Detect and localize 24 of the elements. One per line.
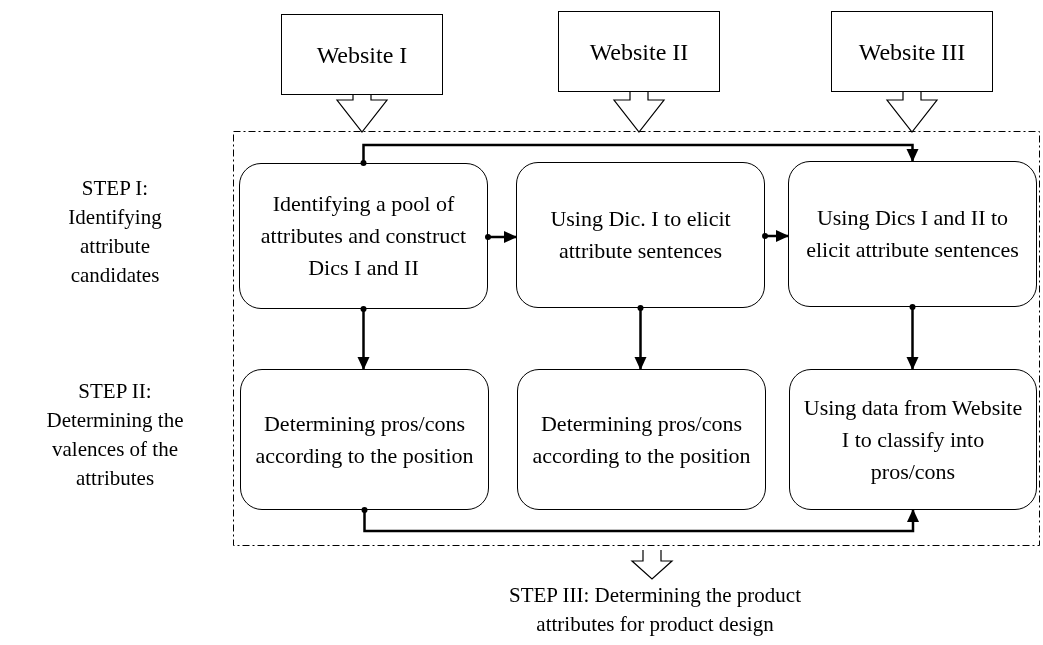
block-arrow [885,91,939,133]
source-box: Website III [831,11,993,92]
process-box: Using data from Website I to classify into pros/cons [789,369,1037,510]
dash-dot-frame [233,131,1040,546]
arrow [357,306,370,370]
process-box: Determining pros/cons according to the position [240,369,489,510]
step-label: STEP II: Determining the valences of the attributes [45,378,185,492]
process-box: Identifying a pool of attributes and construct Dics I and II [239,163,488,309]
arrow [762,230,789,242]
arrow [361,507,919,533]
arrow [360,143,919,166]
step-text: STEP III: Determining the product attributes for product design [480,581,830,641]
process-box: Using Dic. I to elicit attribute sentences [516,162,765,308]
block-arrow [630,549,674,580]
block-arrow [612,91,666,133]
arrow [906,304,919,370]
step-label: STEP I: Identifying attribute candidates [67,175,163,289]
source-box: Website I [281,14,443,95]
process-box: Using Dics I and II to elicit attribute sentences [788,161,1037,307]
process-box: Determining pros/cons according to the position [517,369,766,510]
block-arrow [335,94,389,133]
arrow [634,305,647,370]
source-box: Website II [558,11,720,92]
arrow [485,231,517,243]
